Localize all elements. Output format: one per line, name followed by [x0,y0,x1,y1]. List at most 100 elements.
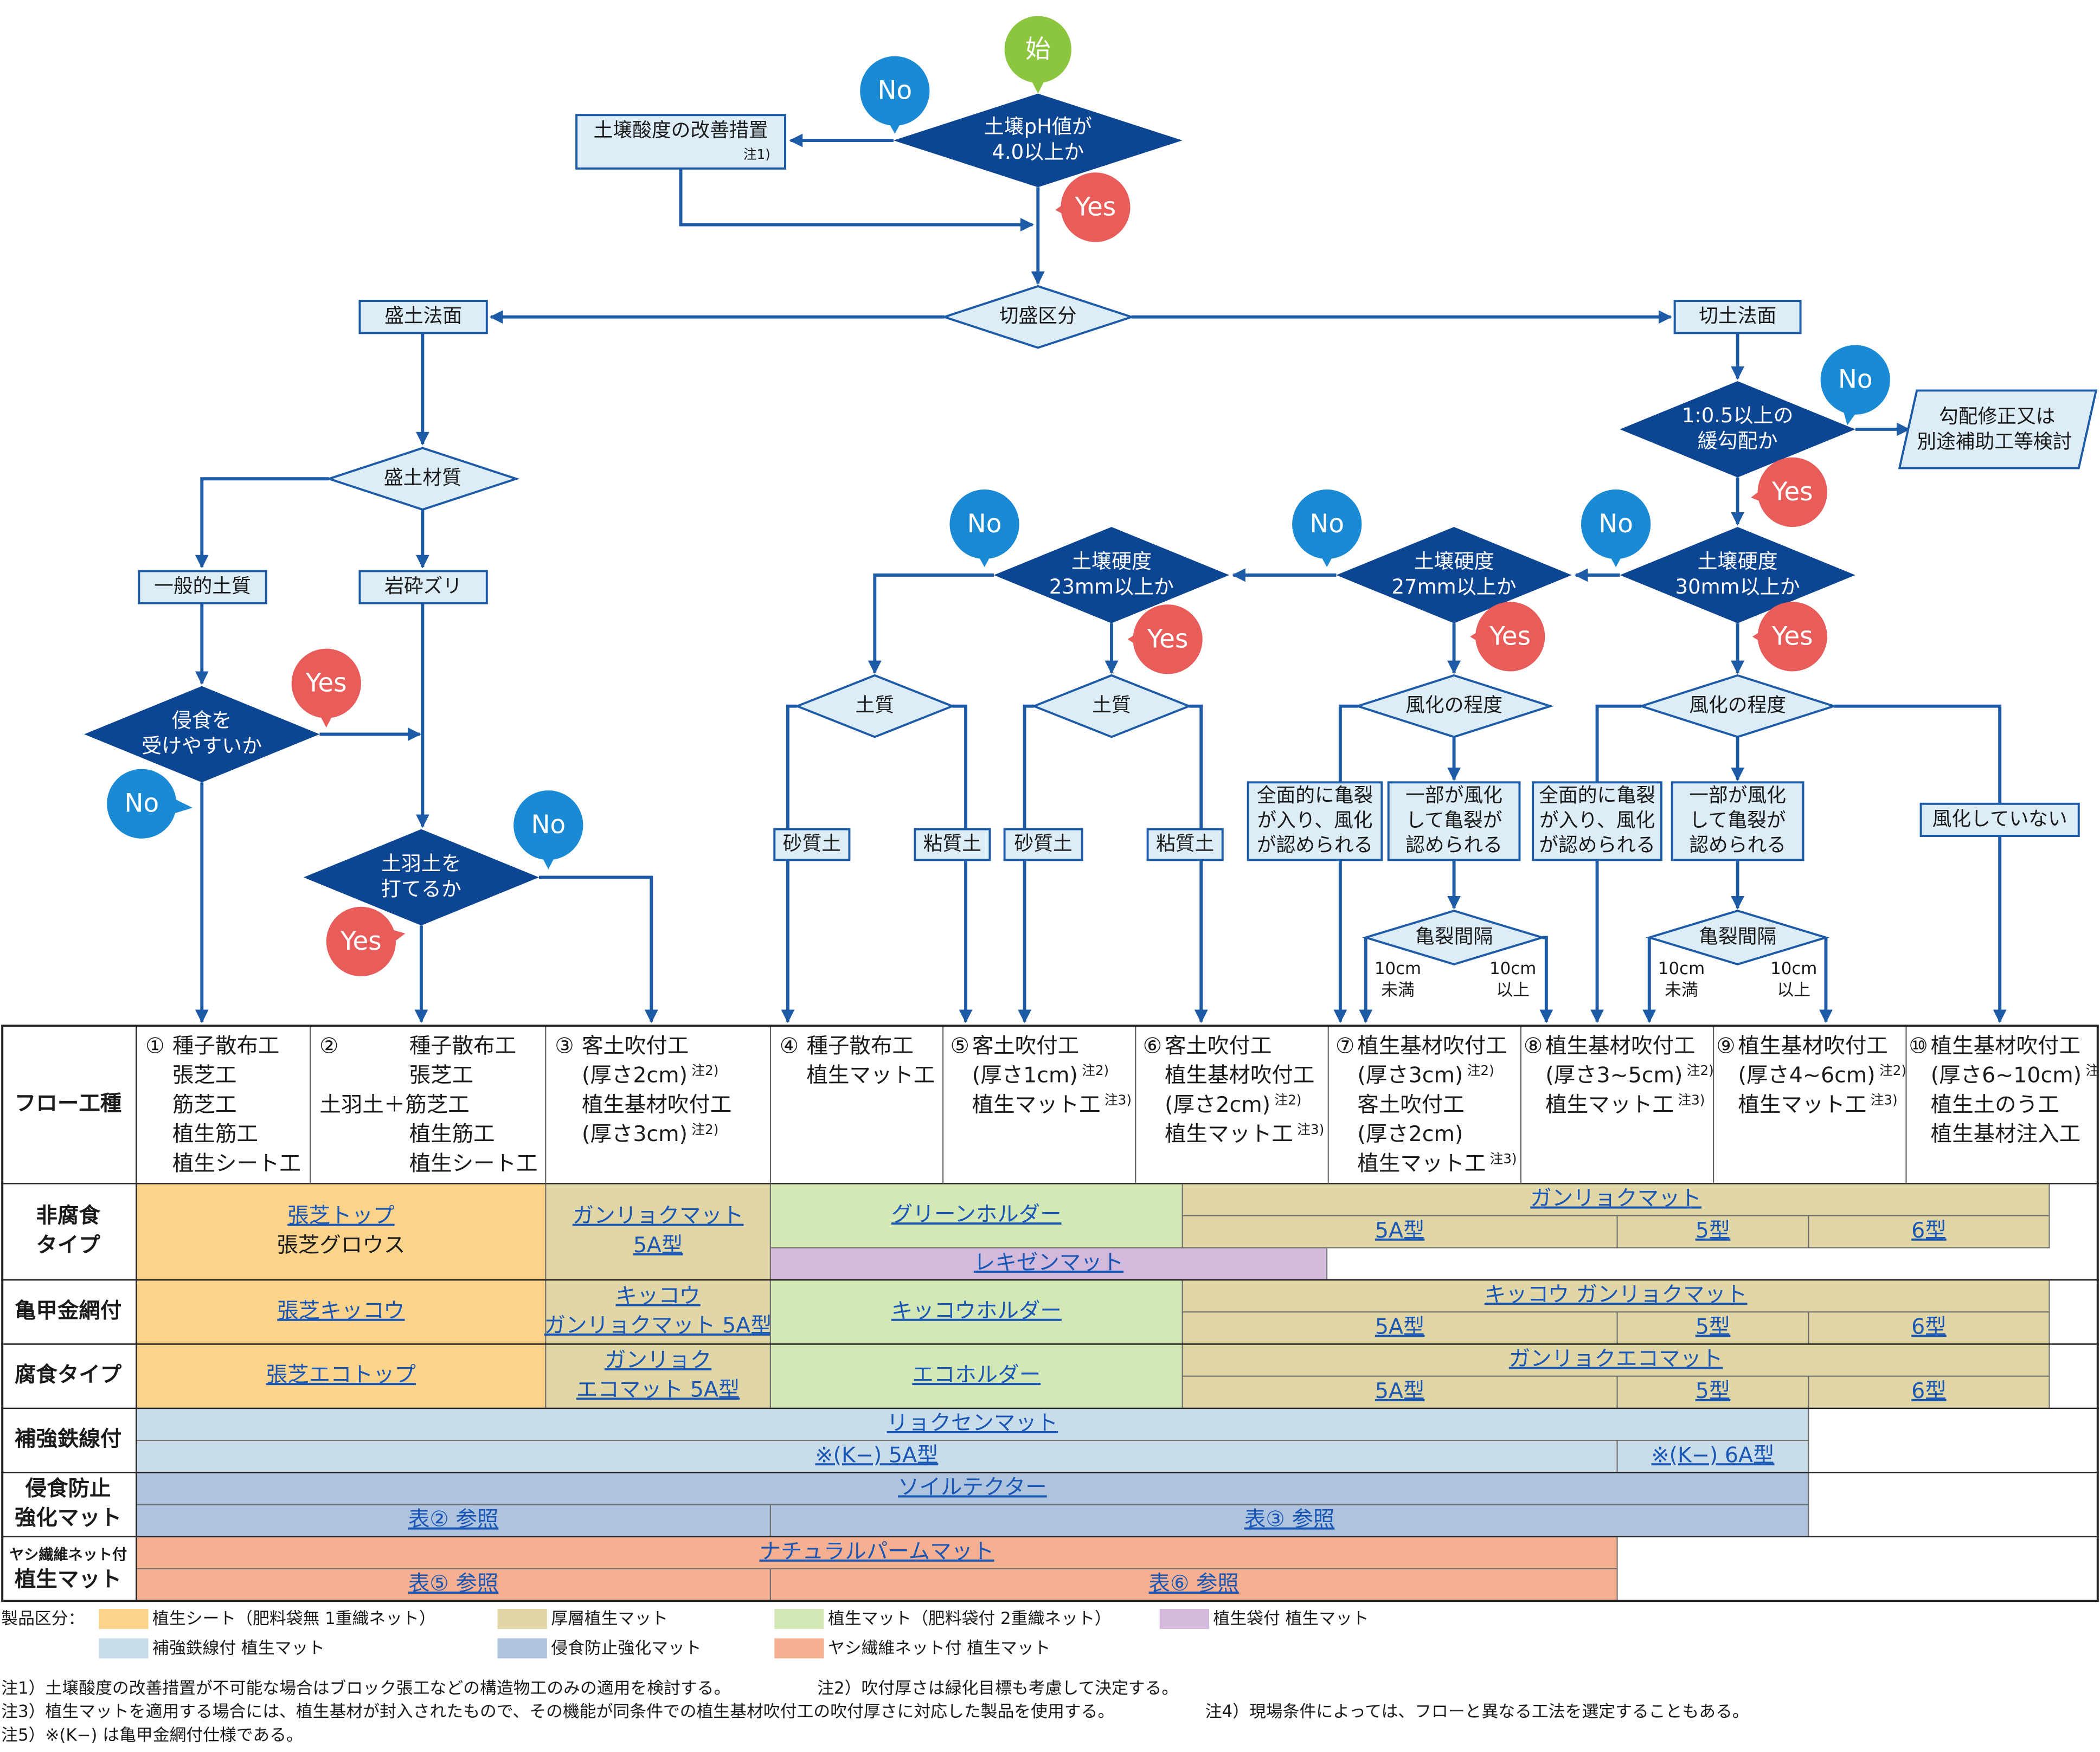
product-link[interactable]: リョクセンマット [887,1410,1058,1435]
decision-hardness-30-label: 土壌硬度 [1698,550,1778,573]
legend-item: ヤシ繊維ネット付 植生マット [774,1638,1051,1659]
product-cell: キッコウホルダー [769,1279,1183,1345]
product-link[interactable]: 張芝キッコウ [277,1298,404,1323]
product-link[interactable]: ※(K−) 5A型 [815,1442,939,1467]
product-cell: ナチュラルパームマット [136,1536,1618,1569]
yes-bubble-label: Yes [1147,624,1189,654]
method-line: 植生シート工 [409,1151,538,1176]
product-link[interactable]: エコホルダー [912,1362,1041,1387]
table-border [1,1025,2099,1602]
product-bar [1616,1375,1809,1409]
product-link[interactable]: ガンリョクマット [1530,1186,1701,1211]
product-link[interactable]: 表② 参照 [408,1507,498,1532]
clay-soil-box-frame [1146,828,1224,861]
product-cell: 5A型 [1181,1215,1618,1248]
product-cell: エコホルダー [769,1343,1183,1409]
product-link[interactable]: 表⑥ 参照 [1149,1571,1239,1596]
method-line: 植生マット工 [1738,1092,1866,1117]
legend-label: 植生シート（肥料袋無 1重織ネット） [152,1609,436,1628]
method-number: ② [319,1033,338,1058]
row-label: 腐食タイプ [15,1362,122,1387]
product-link[interactable]: ※(K−) 6A型 [1652,1442,1775,1467]
product-bar [1181,1183,2050,1216]
product-bar [769,1568,1618,1602]
product-link[interactable]: ガンリョクエコマット [1509,1347,1723,1371]
sandy-soil-box-frame [773,828,851,861]
note-ref: 注2) [1879,1062,1906,1078]
method-line: (厚さ3~5cm) [1545,1063,1682,1088]
product-link[interactable]: ソイルテクター [898,1474,1047,1499]
product-link[interactable]: キッコウ ガンリョクマット [1485,1282,1748,1307]
product-link[interactable]: ナチュラルパームマット [760,1539,994,1564]
product-link[interactable]: 張芝トップ [287,1203,394,1228]
product-link[interactable]: ガンリョクマット [573,1203,744,1228]
product-cell: 6型 [1808,1215,2050,1248]
decision-weathering-label: 風化の程度 [1689,694,1786,717]
product-cell: 5A型 [1181,1311,1618,1345]
product-link[interactable]: 5型 [1696,1379,1731,1403]
footnote: 注2）吹付厚さは緑化目標も考慮して決定する。 [817,1679,1178,1698]
method-line: (厚さ1cm) [972,1063,1078,1088]
crack-spacing-label: 10cm [1658,959,1705,978]
product-link[interactable]: 表③ 参照 [1244,1507,1334,1532]
note-ref: 注2) [1274,1092,1301,1107]
no-bubble-circle [1820,345,1890,415]
product-cell: 6型 [1808,1311,2050,1345]
yes-bubble: Yes [1751,457,1827,527]
product-link[interactable]: 5型 [1696,1314,1731,1339]
product-link[interactable]: 5A型 [1375,1314,1425,1339]
product-bar [136,1407,1809,1441]
row-label: 亀甲金網付 [15,1298,121,1323]
product-link[interactable]: キッコウ [615,1284,700,1309]
footnote: 注1）土壌酸度の改善措置が不可能な場合はブロック張工などの構造物工のみの適用を検… [1,1679,730,1698]
product-link[interactable]: 5A型 [1375,1218,1425,1243]
product-link[interactable]: キッコウホルダー [891,1298,1062,1323]
partial-weathering-box-frame [1387,781,1521,861]
product-bar [769,1279,1183,1345]
decision-hardness-30-label: 30mm以上か [1675,575,1800,598]
legend-swatch [99,1609,149,1629]
product-cell: 張芝エコトップ [136,1343,547,1409]
product-link[interactable]: ガンリョク [605,1348,711,1373]
no-bubble: No [949,489,1019,568]
footnote: 注4）現場条件によっては、フローと異なる工法を選定することもある。 [1205,1702,1749,1722]
method-line: (厚さ6~10cm) [1931,1063,2082,1088]
product-link[interactable]: 表⑤ 参照 [408,1571,498,1596]
yes-bubble-circle [1757,457,1827,527]
flow-arrow [781,704,798,1023]
note-ref: 注3) [1104,1092,1132,1107]
product-link[interactable]: レキゼンマット [974,1250,1123,1275]
method-line: 種子散布工 [172,1033,279,1058]
product-link[interactable]: 5A型 [633,1233,683,1258]
decision-crack-spacing: 亀裂間隔 [1362,910,1546,965]
product-link[interactable]: グリーンホルダー [891,1202,1062,1227]
yes-bubble: Yes [1752,602,1827,672]
partial-weathering-box-label: して亀裂が [1406,809,1502,832]
product-link[interactable]: 張芝エコトップ [266,1362,416,1387]
product-link[interactable]: 6型 [1911,1218,1947,1243]
footnote: 注3）植生マットを適用する場合には、植生基材が封入されたもので、その機能が同条件… [1,1702,1114,1722]
product-cell: ※(K−) 5A型 [136,1440,1618,1473]
decision-topsoil-label: 打てるか [381,877,461,900]
method-line: (厚さ2cm) [582,1063,688,1088]
no-bubble-circle [1581,489,1651,559]
method-line: 客土吹付工 [972,1033,1079,1058]
general-soil-box-label: 一般的土質 [154,575,251,597]
no-bubble-circle [513,790,583,860]
product-link[interactable]: 6型 [1911,1379,1947,1403]
decision-hardness-27-label: 27mm以上か [1392,575,1517,598]
product-link[interactable]: 5A型 [1375,1379,1425,1403]
product-link[interactable]: エコマット 5A型 [576,1377,740,1402]
product-link[interactable]: 5型 [1696,1218,1731,1243]
method-number: ⑨ [1716,1033,1735,1058]
product-link[interactable]: 6型 [1911,1314,1947,1339]
product-link[interactable]: ガンリョクマット 5A型 [544,1313,772,1338]
legend-item: 厚層植生マット [497,1609,668,1629]
product-bar [136,1279,547,1345]
